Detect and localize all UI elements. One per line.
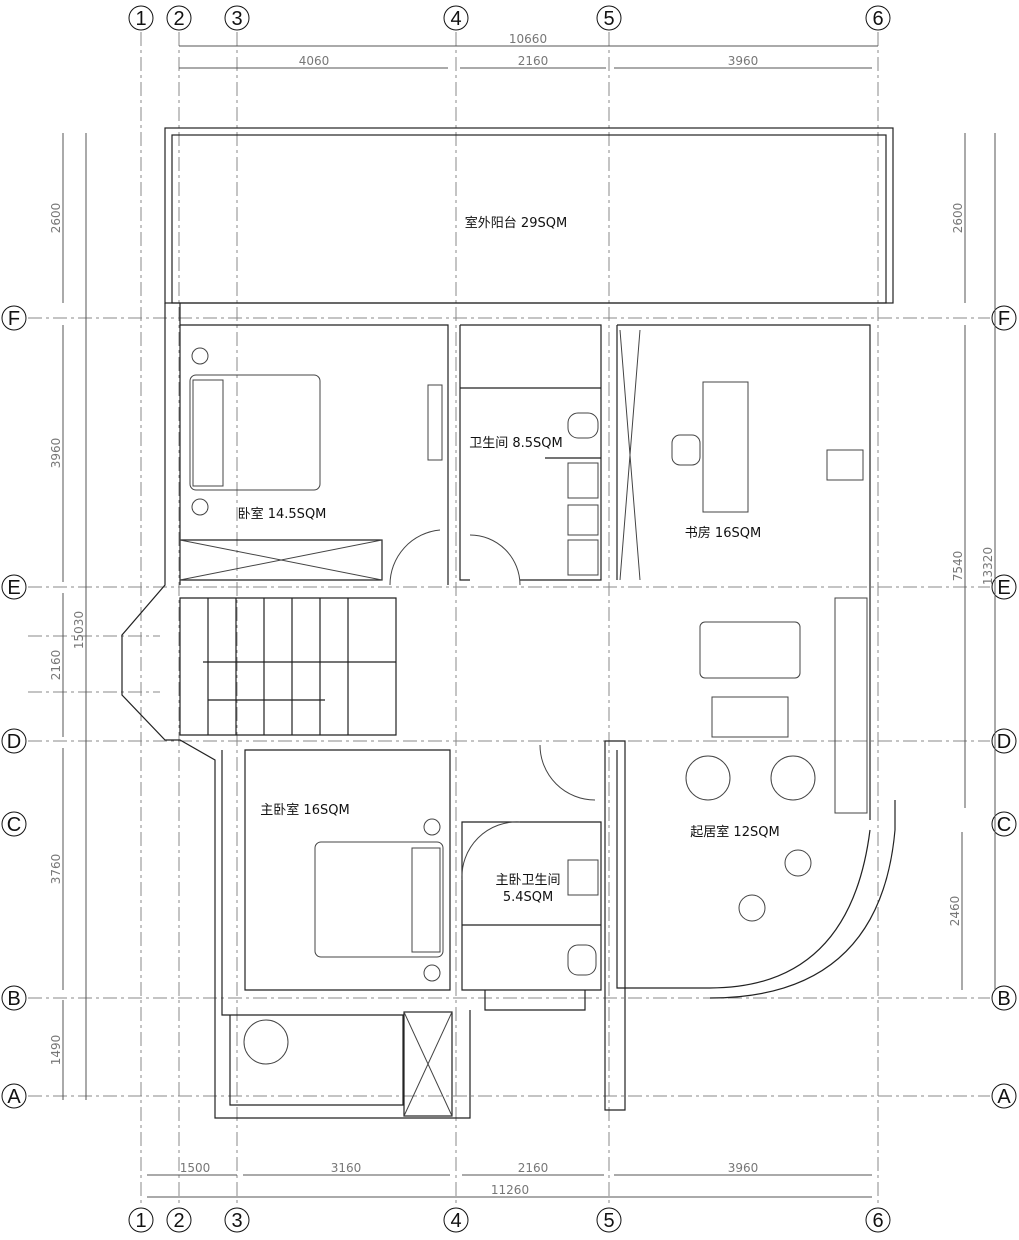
- svg-text:3960: 3960: [728, 1161, 759, 1175]
- dimensions: 10660 4060 2160 3960 1500 3160 2160 3960…: [49, 32, 996, 1198]
- svg-text:4: 4: [450, 8, 461, 30]
- svg-text:1: 1: [135, 1210, 146, 1232]
- bed-1: [189, 374, 321, 491]
- axis-B-right: B: [991, 985, 1017, 1011]
- svg-text:A: A: [7, 1086, 21, 1108]
- axis-4-bottom: 4: [443, 1207, 469, 1233]
- svg-text:2460: 2460: [948, 896, 962, 927]
- svg-text:3: 3: [231, 8, 242, 30]
- svg-text:4060: 4060: [299, 54, 330, 68]
- furniture: [189, 347, 868, 1065]
- axis-4-top: 4: [443, 5, 469, 31]
- axis-F-left: F: [1, 305, 27, 331]
- svg-text:3: 3: [231, 1210, 242, 1232]
- armchair-2: [770, 755, 816, 801]
- svg-text:F: F: [8, 308, 20, 330]
- svg-text:1: 1: [135, 8, 146, 30]
- walls: [121, 127, 896, 1119]
- axis-labels: 1 2 3 4 5 6 1 2 3 4 5 6 F E D C B A F E …: [1, 5, 1017, 1233]
- svg-text:2: 2: [173, 8, 184, 30]
- axis-1-bottom: 1: [128, 1207, 154, 1233]
- svg-text:2160: 2160: [518, 54, 549, 68]
- svg-text:E: E: [7, 577, 20, 599]
- svg-text:D: D: [997, 731, 1011, 753]
- axis-6-bottom: 6: [865, 1207, 891, 1233]
- svg-text:15030: 15030: [72, 611, 86, 649]
- axis-B-left: B: [1, 985, 27, 1011]
- svg-text:5: 5: [603, 1210, 614, 1232]
- svg-text:4: 4: [450, 1210, 461, 1232]
- axis-3-top: 3: [224, 5, 250, 31]
- axis-E-right: E: [991, 574, 1017, 600]
- svg-text:2600: 2600: [951, 203, 965, 234]
- svg-text:F: F: [998, 308, 1010, 330]
- room-bedroom: 卧室 14.5SQM: [238, 506, 327, 522]
- master-bed: [314, 841, 444, 958]
- axis-2-bottom: 2: [166, 1207, 192, 1233]
- svg-text:6: 6: [872, 8, 883, 30]
- room-study: 书房 16SQM: [685, 525, 761, 541]
- svg-text:11260: 11260: [491, 1183, 529, 1197]
- sofa: [699, 621, 801, 679]
- room-bathroom: 卫生间 8.5SQM: [469, 436, 563, 451]
- svg-text:3960: 3960: [49, 438, 63, 469]
- room-master-bedroom: 主卧室 16SQM: [260, 802, 349, 818]
- room-labels: 室外阳台 29SQM 卧室 14.5SQM 卫生间 8.5SQM 书房 16SQ…: [238, 215, 780, 905]
- axis-C-right: C: [991, 811, 1017, 837]
- axis-2-top: 2: [166, 5, 192, 31]
- svg-text:2160: 2160: [518, 1161, 549, 1175]
- svg-text:1490: 1490: [49, 1035, 63, 1066]
- axis-A-right: A: [991, 1083, 1017, 1109]
- svg-text:2160: 2160: [49, 650, 63, 681]
- room-master-bath: 主卧卫生间: [495, 873, 560, 888]
- svg-text:E: E: [997, 577, 1010, 599]
- room-master-bath-area: 5.4SQM: [503, 890, 553, 905]
- axis-1-top: 1: [128, 5, 154, 31]
- svg-text:5: 5: [603, 8, 614, 30]
- coffee-table: [711, 696, 789, 738]
- axis-F-right: F: [991, 305, 1017, 331]
- svg-text:7540: 7540: [951, 551, 965, 582]
- axis-E-left: E: [1, 574, 27, 600]
- axis-3-bottom: 3: [224, 1207, 250, 1233]
- axis-D-right: D: [991, 728, 1017, 754]
- svg-text:6: 6: [872, 1210, 883, 1232]
- grid-lines: [28, 32, 990, 1205]
- chair: [671, 434, 701, 466]
- svg-text:C: C: [7, 814, 21, 836]
- axis-5-bottom: 5: [596, 1207, 622, 1233]
- svg-text:A: A: [997, 1086, 1011, 1108]
- axis-C-left: C: [1, 811, 27, 837]
- svg-text:B: B: [997, 988, 1010, 1010]
- svg-text:3760: 3760: [49, 854, 63, 885]
- axis-D-left: D: [1, 728, 27, 754]
- axis-A-left: A: [1, 1083, 27, 1109]
- room-living: 起居室 12SQM: [690, 824, 779, 840]
- svg-text:2: 2: [173, 1210, 184, 1232]
- svg-text:2600: 2600: [49, 203, 63, 234]
- svg-text:B: B: [7, 988, 20, 1010]
- desk: [702, 381, 749, 513]
- svg-text:1500: 1500: [180, 1161, 211, 1175]
- armchair-1: [685, 755, 731, 801]
- svg-text:D: D: [7, 731, 21, 753]
- axis-6-top: 6: [865, 5, 891, 31]
- cabinet: [834, 597, 868, 814]
- room-balcony: 室外阳台 29SQM: [465, 215, 567, 231]
- svg-text:C: C: [997, 814, 1011, 836]
- svg-text:13320: 13320: [981, 547, 995, 585]
- svg-text:3160: 3160: [331, 1161, 362, 1175]
- dim-top-total: 10660: [509, 32, 547, 46]
- armchair-3: [243, 1019, 289, 1065]
- svg-text:3960: 3960: [728, 54, 759, 68]
- axis-5-top: 5: [596, 5, 622, 31]
